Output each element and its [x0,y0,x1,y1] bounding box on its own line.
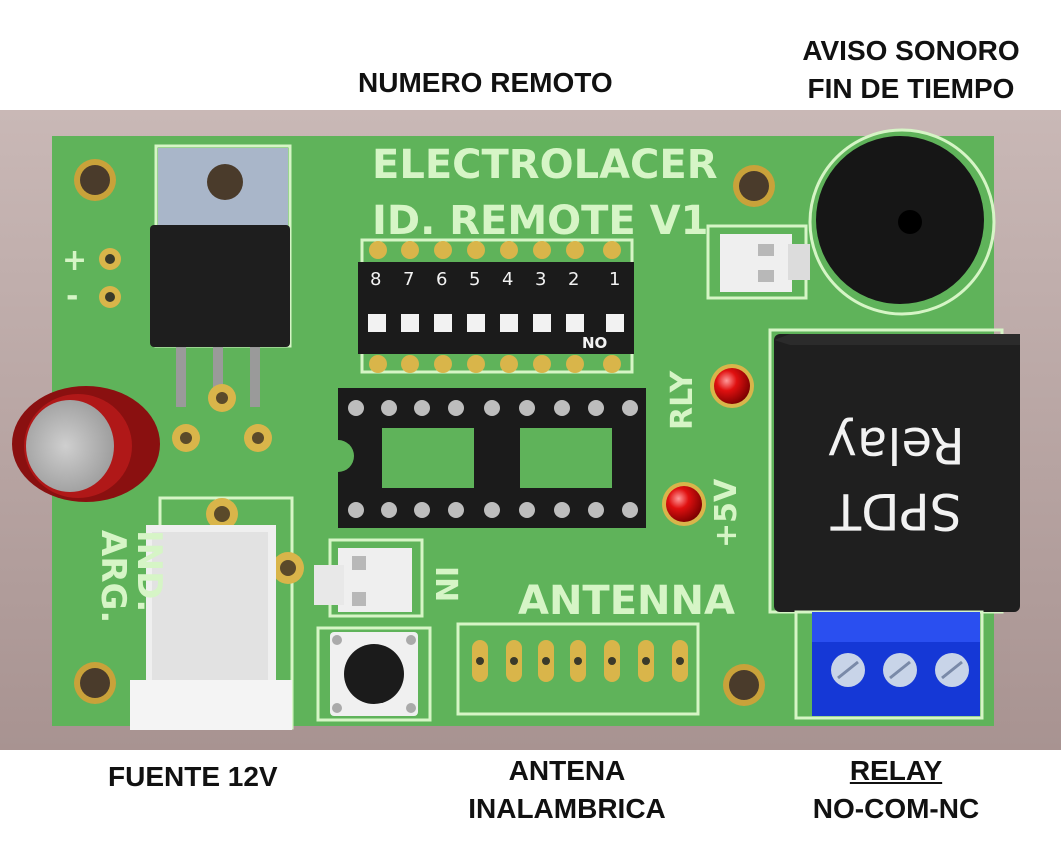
brand-label: ELECTROLACER [372,142,718,188]
model-label: ID. REMOTE V1 [372,198,708,244]
dip-number-1: 1 [609,269,620,290]
buzzer-connector [706,224,810,300]
caption-fuente-12v: FUENTE 12V [108,761,278,792]
relay: SPDT Relay [768,328,1020,614]
dip-number-8: 8 [370,269,381,290]
minus-label: - [66,279,78,314]
relay-spdt-label: SPDT [830,482,961,540]
caption-aviso-sonoro: AVISO SONORO FIN DE TIEMPO [795,32,1027,108]
dip-number-2: 2 [568,269,579,290]
caption-aviso-line1: AVISO SONORO [802,35,1020,66]
push-button [316,626,432,722]
antenna-label: ANTENNA [518,578,735,624]
mounting-holes [74,159,775,706]
power-pads: + - [62,243,121,314]
dip-number-5: 5 [469,269,480,290]
relay-name-label: Relay [827,416,964,474]
dip-on-label: NO [582,334,607,352]
caption-relay: RELAY NO-COM-NC [803,752,989,828]
buzzer [808,128,996,316]
caption-numero-remoto: NUMERO REMOTO [358,67,613,98]
caption-antena-inalambrica: ANTENA INALAMBRICA [462,752,672,828]
arg-label: ARG. [93,530,133,623]
in-connector [314,538,424,618]
antenna-header [456,622,700,716]
leds [662,364,754,526]
rly-label: RLY [665,369,700,430]
in-label: IN [428,566,463,602]
caption-aviso-line2: FIN DE TIEMPO [807,73,1015,104]
dip-number-7: 7 [403,269,414,290]
electrolytic-capacitor [12,386,160,502]
dip-number-6: 6 [436,269,447,290]
caption-relay-line2: NO-COM-NC [812,793,980,824]
ic-socket [338,388,646,528]
caption-antena-line2: INALAMBRICA [468,793,666,824]
caption-relay-line1: RELAY [849,755,943,786]
dip-switch: 8 7 6 5 4 3 2 1 NO [358,238,634,374]
terminal-block [794,610,984,720]
v5-label: +5V [709,478,744,548]
plus-label: + [62,243,87,278]
ind-label: IND. [129,530,169,612]
voltage-regulator [150,144,292,452]
dc-jack [130,496,304,730]
dip-number-3: 3 [535,269,546,290]
dip-number-4: 4 [502,269,513,290]
caption-antena-line1: ANTENA [508,755,626,786]
